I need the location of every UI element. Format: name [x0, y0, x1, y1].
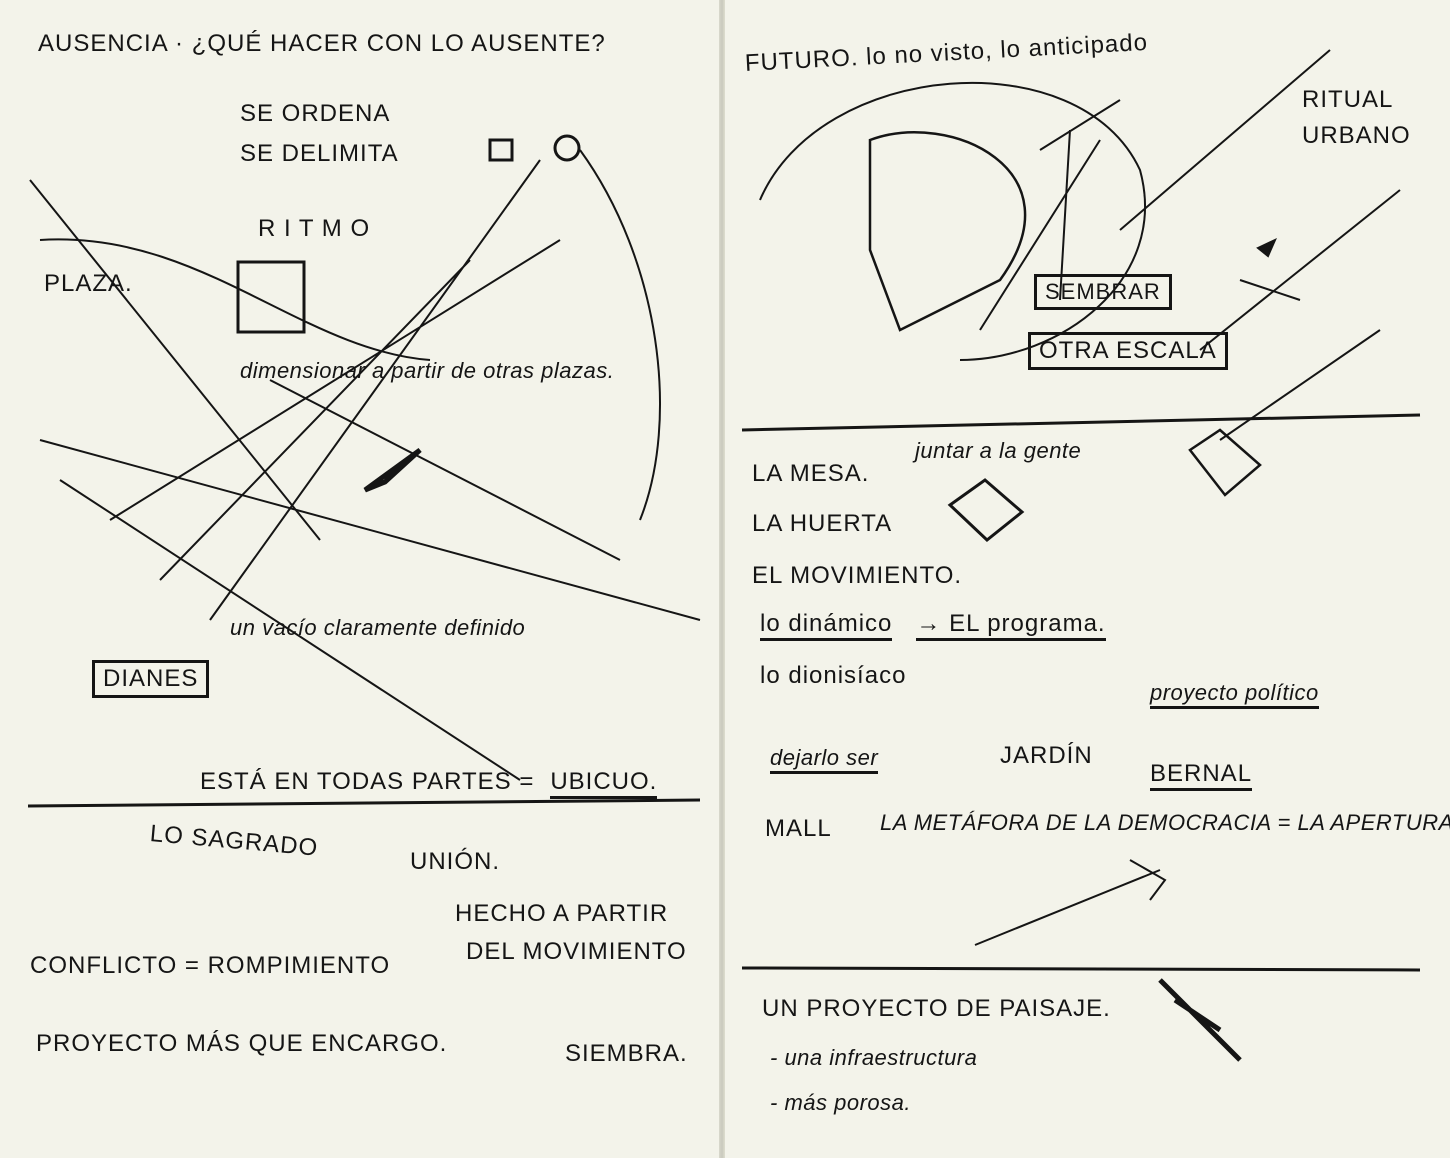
text-hecho-1: HECHO A PARTIR	[455, 900, 669, 927]
label-ritual-2: URBANO	[1302, 122, 1411, 149]
ubicuo-line: ESTÁ EN TODAS PARTES = UBICUO.	[200, 768, 658, 799]
text-metafora: LA METÁFORA DE LA DEMOCRACIA = LA APERTU…	[880, 810, 1450, 835]
notebook-fold	[719, 0, 725, 1158]
text-huerta: LA HUERTA	[752, 510, 893, 537]
label-ritual-1: RITUAL	[1302, 86, 1394, 113]
text-infra: - una infraestructura	[770, 1045, 978, 1070]
text-proyecto: PROYECTO MÁS QUE ENCARGO.	[36, 1030, 448, 1057]
heading-ausencia: AUSENCIA · ¿QUÉ HACER CON LO AUSENTE?	[38, 30, 606, 57]
programa-line: lo dinámico → EL programa.	[760, 610, 1106, 641]
text-dionisiaco: lo dionisíaco	[760, 662, 907, 689]
text-ubicuo: UBICUO.	[550, 768, 658, 799]
text-jardin: JARDÍN	[1000, 742, 1093, 769]
text-plaza: PLAZA.	[44, 270, 133, 297]
text-union: UNIÓN.	[410, 848, 500, 875]
text-programa: → EL programa.	[916, 610, 1106, 641]
text-porosa: - más porosa.	[770, 1090, 911, 1115]
text-siembra: SIEMBRA.	[565, 1040, 688, 1067]
left-page	[0, 0, 720, 1158]
text-bernal: BERNAL	[1150, 760, 1253, 791]
text-conflicto: CONFLICTO = ROMPIMIENTO	[30, 952, 391, 979]
text-mesa: LA MESA.	[752, 460, 870, 487]
label-sembrar: SEMBRAR	[1034, 274, 1172, 310]
text-ritmo: R I T M O	[258, 215, 371, 242]
text-juntar: juntar a la gente	[915, 438, 1082, 463]
text-politico: proyecto político	[1150, 680, 1319, 709]
text-hecho-2: DEL MOVIMIENTO	[466, 938, 687, 965]
text-dinamico: lo dinámico	[760, 610, 893, 641]
text-dejarlo: dejarlo ser	[770, 745, 879, 774]
text-se-delimita: SE DELIMITA	[240, 140, 399, 167]
label-otra-escala: OTRA ESCALA	[1028, 332, 1228, 370]
text-movimiento: EL MOVIMIENTO.	[752, 562, 963, 589]
text-paisaje: UN PROYECTO DE PAISAJE.	[762, 995, 1111, 1022]
text-vacio: un vacío claramente definido	[230, 615, 526, 640]
text-ubicuo-prefix: ESTÁ EN TODAS PARTES =	[200, 768, 535, 795]
text-mall: MALL	[765, 815, 832, 842]
text-se-ordena: SE ORDENA	[240, 100, 391, 127]
text-dimensionar: dimensionar a partir de otras plazas.	[240, 358, 615, 383]
label-dianes: DIANES	[92, 660, 210, 698]
